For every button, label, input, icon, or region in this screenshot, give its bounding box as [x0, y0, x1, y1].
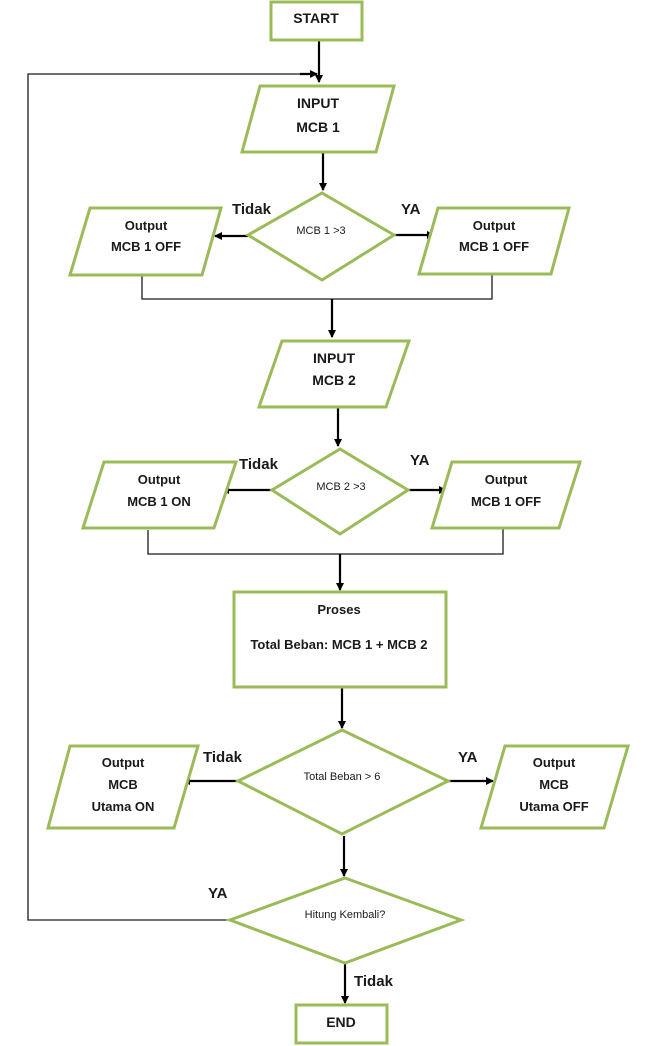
d4-yes-label: YA [208, 885, 228, 902]
d3-no-label: Tidak [203, 749, 243, 766]
end-text: END [326, 1014, 356, 1030]
process-body: Total Beban: MCB 1 + MCB 2 [250, 637, 427, 652]
output2-left: Output MCB 1 ON [80, 460, 239, 530]
loop-back-line [27, 73, 317, 921]
d2-yes-label: YA [410, 452, 430, 469]
process-title: Proses [317, 602, 360, 617]
start-terminal: START [269, 0, 364, 42]
d2-no-label: Tidak [239, 456, 279, 473]
input2-parallelogram: INPUT MCB 2 [256, 339, 412, 409]
output3-left: Output MCB Utama ON [46, 744, 201, 830]
input1-line1: INPUT [297, 95, 339, 111]
d1-yes-label: YA [401, 201, 421, 218]
output3-left-line1: Output [102, 755, 145, 770]
output2-left-line1: Output [138, 472, 181, 487]
output3-left-line2: MCB [108, 777, 138, 792]
input1-parallelogram: INPUT MCB 1 [240, 84, 396, 154]
output2-right-line1: Output [485, 472, 528, 487]
output1-left-line1: Output [125, 218, 168, 233]
output3-right-line1: Output [533, 755, 576, 770]
decision3-text: Total Beban > 6 [304, 771, 381, 783]
d4-no-label: Tidak [354, 973, 394, 990]
output1-left-line2: MCB 1 OFF [111, 239, 181, 254]
output3-left-line3: Utama ON [92, 799, 155, 814]
output1-right-line2: MCB 1 OFF [459, 239, 529, 254]
output1-left: Output MCB 1 OFF [67, 206, 223, 277]
decision3-diamond: Total Beban > 6 [234, 728, 452, 836]
d3-yes-label: YA [458, 749, 478, 766]
output1-right: Output MCB 1 OFF [417, 206, 571, 276]
output2-right: Output MCB 1 OFF [429, 460, 583, 530]
output1-right-line1: Output [473, 218, 516, 233]
start-text: START [293, 10, 339, 26]
end-terminal: END [294, 1003, 389, 1045]
output2-left-line2: MCB 1 ON [127, 494, 191, 509]
decision2-diamond: MCB 2 >3 [269, 447, 411, 536]
decision4-diamond: Hitung Kembali? [225, 876, 466, 965]
output2-right-line2: MCB 1 OFF [471, 494, 541, 509]
output3-right-line3: Utama OFF [519, 799, 588, 814]
merge-line-2 [147, 529, 504, 555]
decision2-text: MCB 2 >3 [316, 481, 365, 493]
input1-line2: MCB 1 [296, 119, 340, 135]
decision1-diamond: MCB 1 >3 [245, 191, 397, 282]
merge-line-1 [141, 275, 493, 300]
input2-line2: MCB 2 [312, 372, 356, 388]
output3-right-line2: MCB [539, 777, 569, 792]
input2-line1: INPUT [313, 350, 355, 366]
output3-right: Output MCB Utama OFF [478, 744, 631, 830]
decision4-text: Hitung Kembali? [305, 909, 386, 921]
d1-no-label: Tidak [232, 201, 272, 218]
process-box: Proses Total Beban: MCB 1 + MCB 2 [232, 590, 448, 689]
decision1-text: MCB 1 >3 [296, 225, 345, 237]
